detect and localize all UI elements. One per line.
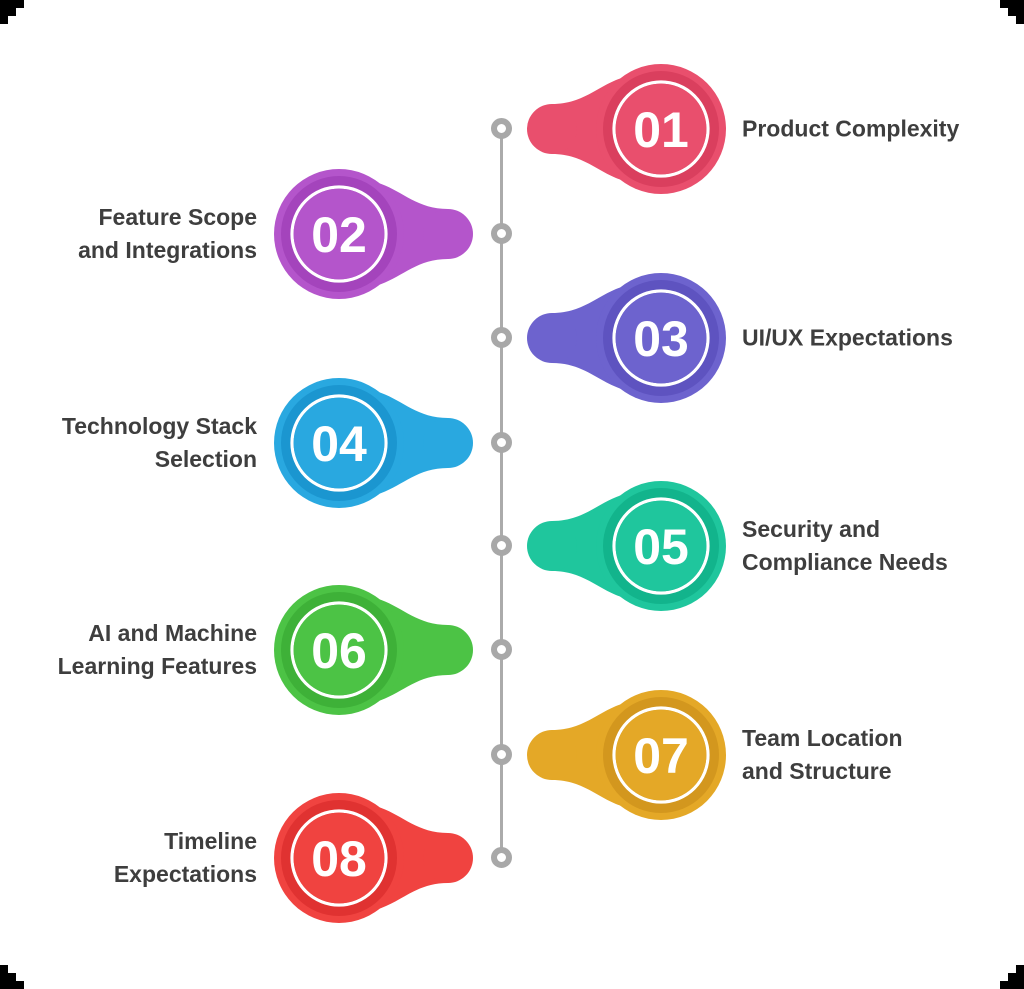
bulb-03: 03 (527, 273, 726, 403)
bulb-tail-cap (423, 418, 473, 468)
bulb-04: 04 (274, 378, 473, 508)
step-number: 08 (311, 831, 367, 887)
step-number: 03 (633, 311, 689, 367)
bulb-tail-cap (527, 104, 577, 154)
timeline-item-04: 04 Technology Stack Selection (0, 376, 1024, 510)
bulb-tail-cap (423, 625, 473, 675)
bulb-07: 07 (527, 690, 726, 820)
bulb-tail-cap (423, 209, 473, 259)
timeline-dot-7 (491, 744, 512, 765)
timeline-dot-6 (491, 639, 512, 660)
bulb-inner-circle (615, 83, 707, 175)
bulb-white-ring (612, 80, 710, 178)
bulb-inner-circle (293, 604, 385, 696)
timeline-dot-4 (491, 432, 512, 453)
timeline-item-07: 07 Team Location and Structure (0, 688, 1024, 822)
timeline-dot-1 (491, 118, 512, 139)
step-label: Feature Scope and Integrations (78, 204, 257, 263)
timeline-item-05: 05 Security and Compliance Needs (0, 479, 1024, 613)
timeline-item-08: 08 Timeline Expectations (0, 791, 1024, 925)
bulb-inner-circle (615, 292, 707, 384)
timeline-dot-8 (491, 847, 512, 868)
corner-mark-bottom-right (1000, 965, 1024, 989)
bulb-inner-circle (293, 812, 385, 904)
bulb-inner-circle (615, 709, 707, 801)
timeline-item-01: 01 Product Complexity (0, 62, 1024, 196)
timeline-dot-3 (491, 327, 512, 348)
bulb-tail-cap (527, 730, 577, 780)
bulb-tail-cap (527, 313, 577, 363)
step-number: 04 (311, 416, 367, 472)
timeline-item-03: 03 UI/UX Expectations (0, 271, 1024, 405)
timeline-dot-5 (491, 535, 512, 556)
bulb-white-ring (290, 601, 388, 699)
bulb-white-ring (612, 497, 710, 595)
bulb-white-ring (290, 809, 388, 907)
bulb-tail-cap (423, 833, 473, 883)
step-number: 05 (633, 519, 689, 575)
step-number: 02 (311, 207, 367, 263)
step-label: Team Location and Structure (742, 725, 903, 784)
timeline-item-06: 06 AI and Machine Learning Features (0, 583, 1024, 717)
corner-mark-bottom-left (0, 965, 24, 989)
bulb-01: 01 (527, 64, 726, 194)
step-label: Security and Compliance Needs (742, 516, 948, 575)
corner-mark-top-right (1000, 0, 1024, 24)
bulb-05: 05 (527, 481, 726, 611)
step-label: UI/UX Expectations (742, 324, 953, 351)
bulb-inner-circle (293, 397, 385, 489)
step-number: 07 (633, 728, 689, 784)
step-number: 01 (633, 102, 689, 158)
step-number: 06 (311, 623, 367, 679)
timeline-item-02: 02 Feature Scope and Integrations (0, 167, 1024, 301)
bulb-08: 08 (274, 793, 473, 923)
timeline-line (500, 129, 503, 858)
bulb-02: 02 (274, 169, 473, 299)
corner-mark-top-left (0, 0, 24, 24)
step-label: Timeline Expectations (113, 828, 257, 887)
bulb-inner-circle (615, 500, 707, 592)
bulb-tail-cap (527, 521, 577, 571)
step-label: Technology Stack Selection (61, 413, 257, 472)
bulb-inner-circle (293, 188, 385, 280)
bulb-white-ring (290, 394, 388, 492)
timeline-dot-2 (491, 223, 512, 244)
bulb-white-ring (290, 185, 388, 283)
bulb-06: 06 (274, 585, 473, 715)
step-label: Product Complexity (742, 115, 960, 142)
bulb-white-ring (612, 706, 710, 804)
bulb-white-ring (612, 289, 710, 387)
step-label: AI and Machine Learning Features (57, 620, 257, 679)
